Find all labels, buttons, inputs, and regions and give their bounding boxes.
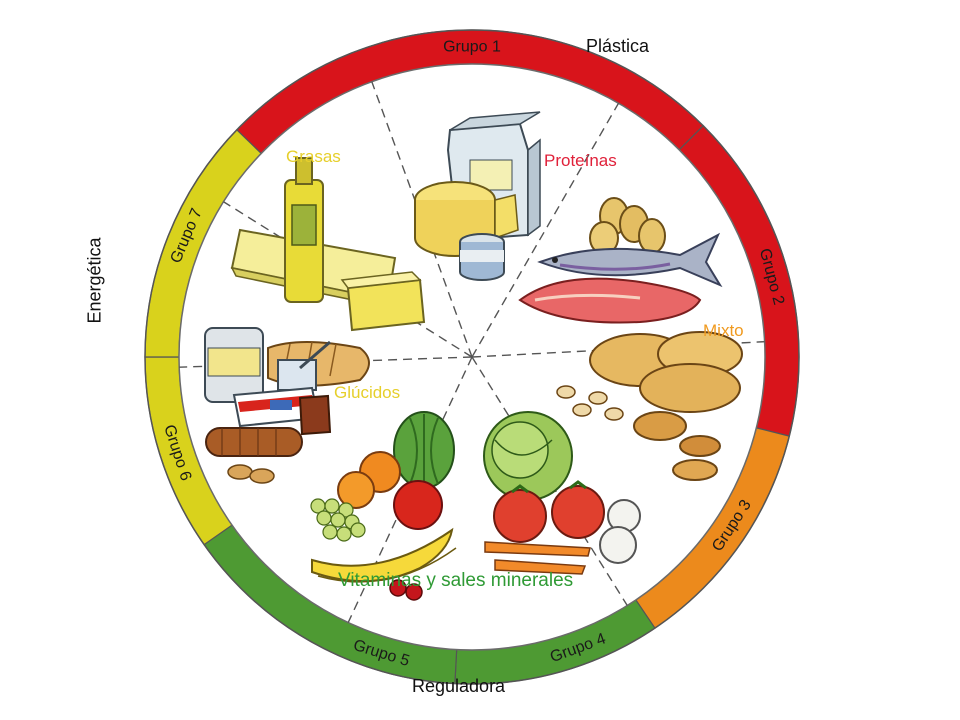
sector-divider xyxy=(471,102,620,358)
function-label-reguladora: Reguladora xyxy=(412,676,506,696)
category-label-glucidos: Glúcidos xyxy=(334,383,400,402)
sector-divider xyxy=(223,201,473,358)
sector-divider xyxy=(471,356,628,606)
category-label-proteinas: Proteínas xyxy=(544,151,617,170)
verduras-food-illustration xyxy=(483,411,641,575)
grupo2-food-illustration xyxy=(518,197,723,324)
glucidos-food-illustration xyxy=(204,327,370,484)
category-label-vitaminas: Vitaminas y sales minerales xyxy=(338,570,573,591)
sector-divider xyxy=(371,81,473,358)
grasas-food-illustration xyxy=(230,157,426,332)
category-label-grasas: Grasas xyxy=(286,147,341,166)
category-label-mixto: Mixto xyxy=(703,321,744,340)
frutas-food-illustration xyxy=(310,411,457,601)
function-label-energetica: Energética xyxy=(84,237,105,324)
mixto-food-illustration xyxy=(556,331,743,481)
outer-border xyxy=(144,29,800,685)
group-label-1: Grupo 1 xyxy=(443,39,501,56)
function-label-plastica: Plástica xyxy=(586,36,650,56)
proteinas-food-illustration xyxy=(414,111,541,281)
